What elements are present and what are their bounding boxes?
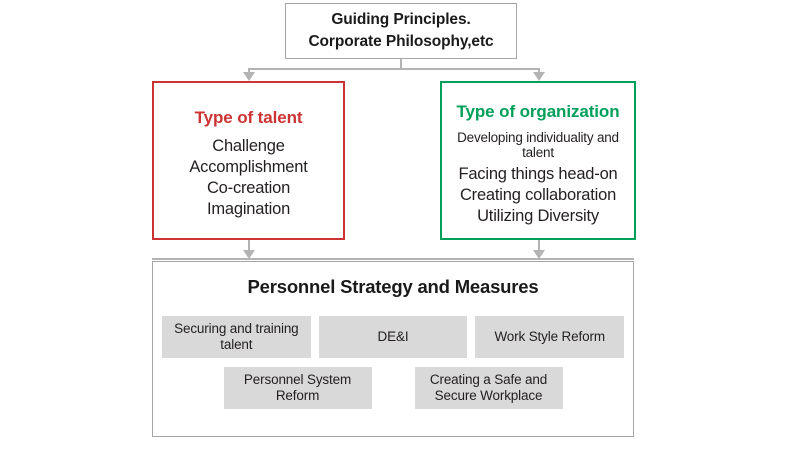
type-of-organization-card: Type of organization Developing individu… <box>440 81 636 240</box>
connector-drop-organization <box>538 68 540 75</box>
connector-bus-top <box>248 68 540 70</box>
connector-stem-top <box>400 59 402 70</box>
measure-creating-a-safe-and-secure-workplace[interactable]: Creating a Safe and Secure Workplace <box>414 367 563 410</box>
talent-item-co-creation: Co-creation <box>206 179 291 198</box>
measure-dei[interactable]: DE&I <box>318 316 468 359</box>
connector-bus-bottom <box>152 258 634 260</box>
organization-item-creating-collaboration: Creating collaboration <box>459 185 617 204</box>
measures-row-2: Personnel System Reform Creating a Safe … <box>153 367 633 410</box>
guiding-principles-line-2: Corporate Philosophy,etc <box>308 33 494 50</box>
arrow-head-organization-to-strategy <box>533 250 545 259</box>
type-of-organization-title: Type of organization <box>456 101 620 121</box>
organization-item-developing-individuality: Developing individuality and talent <box>457 129 619 160</box>
measures-row-1: Securing and training talent DE&I Work S… <box>153 316 633 359</box>
arrow-head-to-organization <box>533 72 545 81</box>
guiding-principles-line-1: Guiding Principles. <box>331 11 471 28</box>
type-of-talent-title: Type of talent <box>194 108 303 128</box>
measure-securing-and-training-talent[interactable]: Securing and training talent <box>162 316 311 359</box>
connector-talent-to-strategy <box>248 240 250 253</box>
arrow-head-talent-to-strategy <box>243 250 255 259</box>
organization-item-facing-things-head-on: Facing things head-on <box>458 164 618 183</box>
connector-drop-talent <box>248 68 250 75</box>
guiding-principles-box: Guiding Principles. Corporate Philosophy… <box>285 3 517 59</box>
measure-work-style-reform[interactable]: Work Style Reform <box>475 316 625 359</box>
talent-item-accomplishment: Accomplishment <box>189 158 308 177</box>
organization-item-utilizing-diversity: Utilizing Diversity <box>477 206 599 225</box>
arrow-head-to-talent <box>243 72 255 81</box>
type-of-talent-card: Type of talent Challenge Accomplishment … <box>152 81 345 240</box>
measure-personnel-system-reform[interactable]: Personnel System Reform <box>223 367 372 410</box>
talent-item-challenge: Challenge <box>212 137 285 156</box>
talent-item-imagination: Imagination <box>206 199 291 218</box>
personnel-strategy-box: Personnel Strategy and Measures Securing… <box>152 261 634 437</box>
personnel-strategy-title: Personnel Strategy and Measures <box>247 276 539 297</box>
connector-organization-to-strategy <box>538 240 540 253</box>
